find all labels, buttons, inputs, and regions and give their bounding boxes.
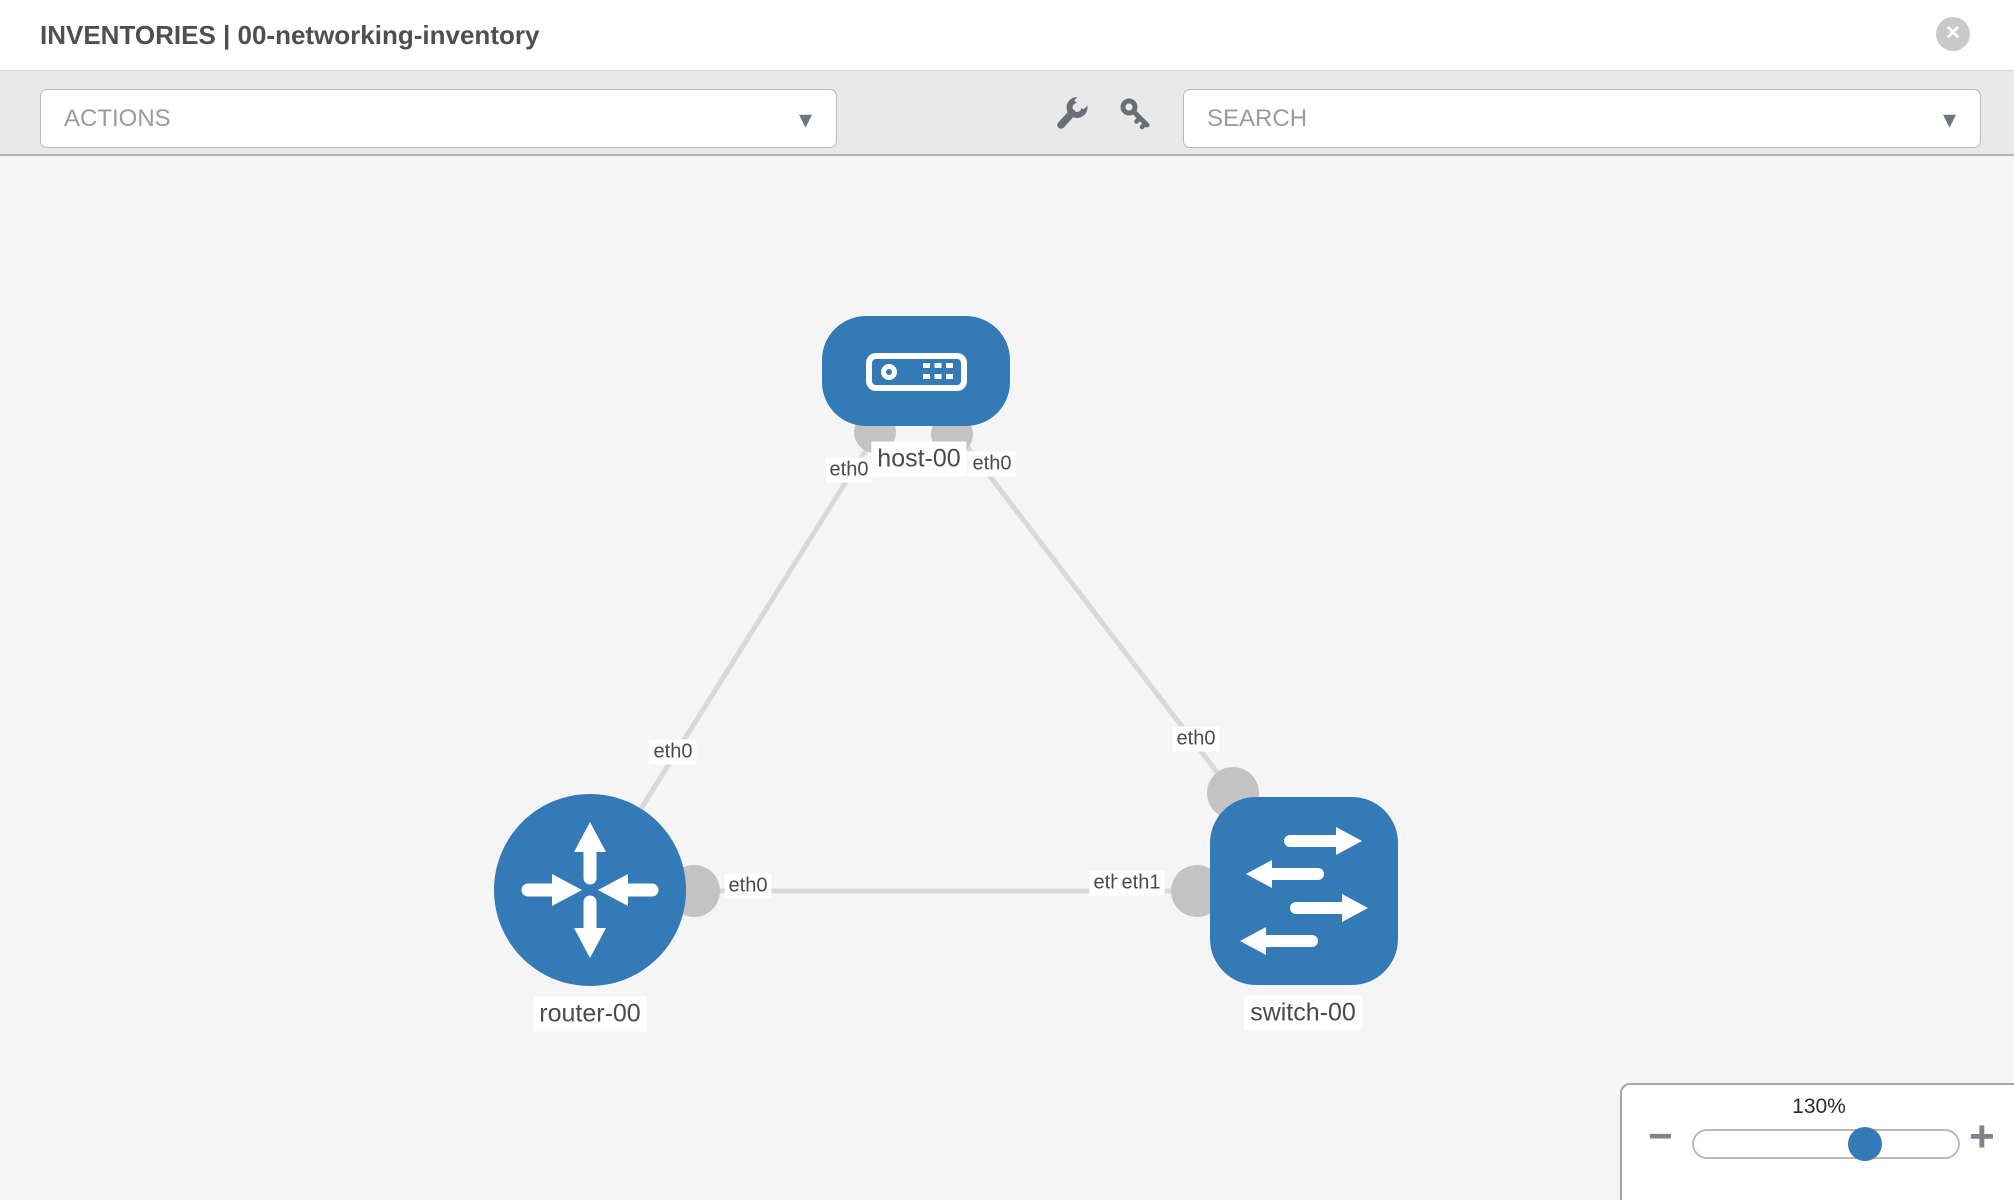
topology-graph (494, 316, 1398, 986)
zoom-level: 130% (1792, 1095, 1846, 1118)
key-button[interactable] (1118, 96, 1154, 132)
close-icon: ✕ (1945, 23, 1961, 44)
edge-label: eth0 (825, 457, 873, 483)
actions-dropdown-label: ACTIONS (64, 105, 171, 132)
node-router-00[interactable] (494, 794, 686, 986)
edge-label: eth1 (1117, 870, 1165, 896)
node-host-00[interactable] (822, 316, 1010, 426)
page-title: INVENTORIES | 00-networking-inventory (40, 20, 540, 50)
node-label-router: router-00 (533, 996, 647, 1032)
zoom-slider-track[interactable] (1692, 1129, 1960, 1159)
edge-host-switch (914, 378, 1235, 795)
close-button[interactable]: ✕ (1936, 17, 1970, 51)
router-icon (521, 822, 659, 958)
node-label-switch: switch-00 (1244, 995, 1362, 1031)
wrench-button[interactable] (1052, 93, 1091, 132)
node-label-host: host-00 (871, 441, 967, 477)
toolbar: ACTIONS ▾ SEARCH ▾ (0, 70, 2014, 156)
page-header: INVENTORIES | 00-networking-inventory ✕ (0, 0, 2014, 70)
zoom-out-button[interactable]: − (1648, 1112, 1673, 1159)
node-switch-00[interactable] (1210, 797, 1398, 985)
actions-dropdown[interactable]: ACTIONS ▾ (40, 89, 837, 148)
chevron-down-icon: ▾ (1942, 104, 1956, 134)
search-dropdown[interactable]: SEARCH ▾ (1183, 89, 1981, 148)
chevron-down-icon: ▾ (798, 104, 812, 134)
edge-label: eth0 (1172, 726, 1220, 752)
edge-label: eth0 (649, 739, 697, 765)
wrench-icon (1057, 93, 1091, 129)
edge-label: eth0 (724, 873, 772, 899)
key-icon (1120, 98, 1150, 130)
search-input-label: SEARCH (1207, 105, 1308, 132)
host-icon (866, 353, 967, 391)
zoom-slider-knob[interactable] (1848, 1127, 1882, 1161)
switch-icon (1240, 827, 1368, 955)
edge-host-router (587, 368, 919, 892)
zoom-in-button[interactable]: + (1969, 1112, 1995, 1161)
zoom-panel: 130% − + (1620, 1083, 2014, 1200)
port-circles (668, 411, 1259, 917)
topology-canvas[interactable]: eth0 eth0 eth0 eth0 eth0 eth0 eth1 host-… (0, 156, 2014, 1200)
edge-label: eth0 (968, 451, 1016, 477)
